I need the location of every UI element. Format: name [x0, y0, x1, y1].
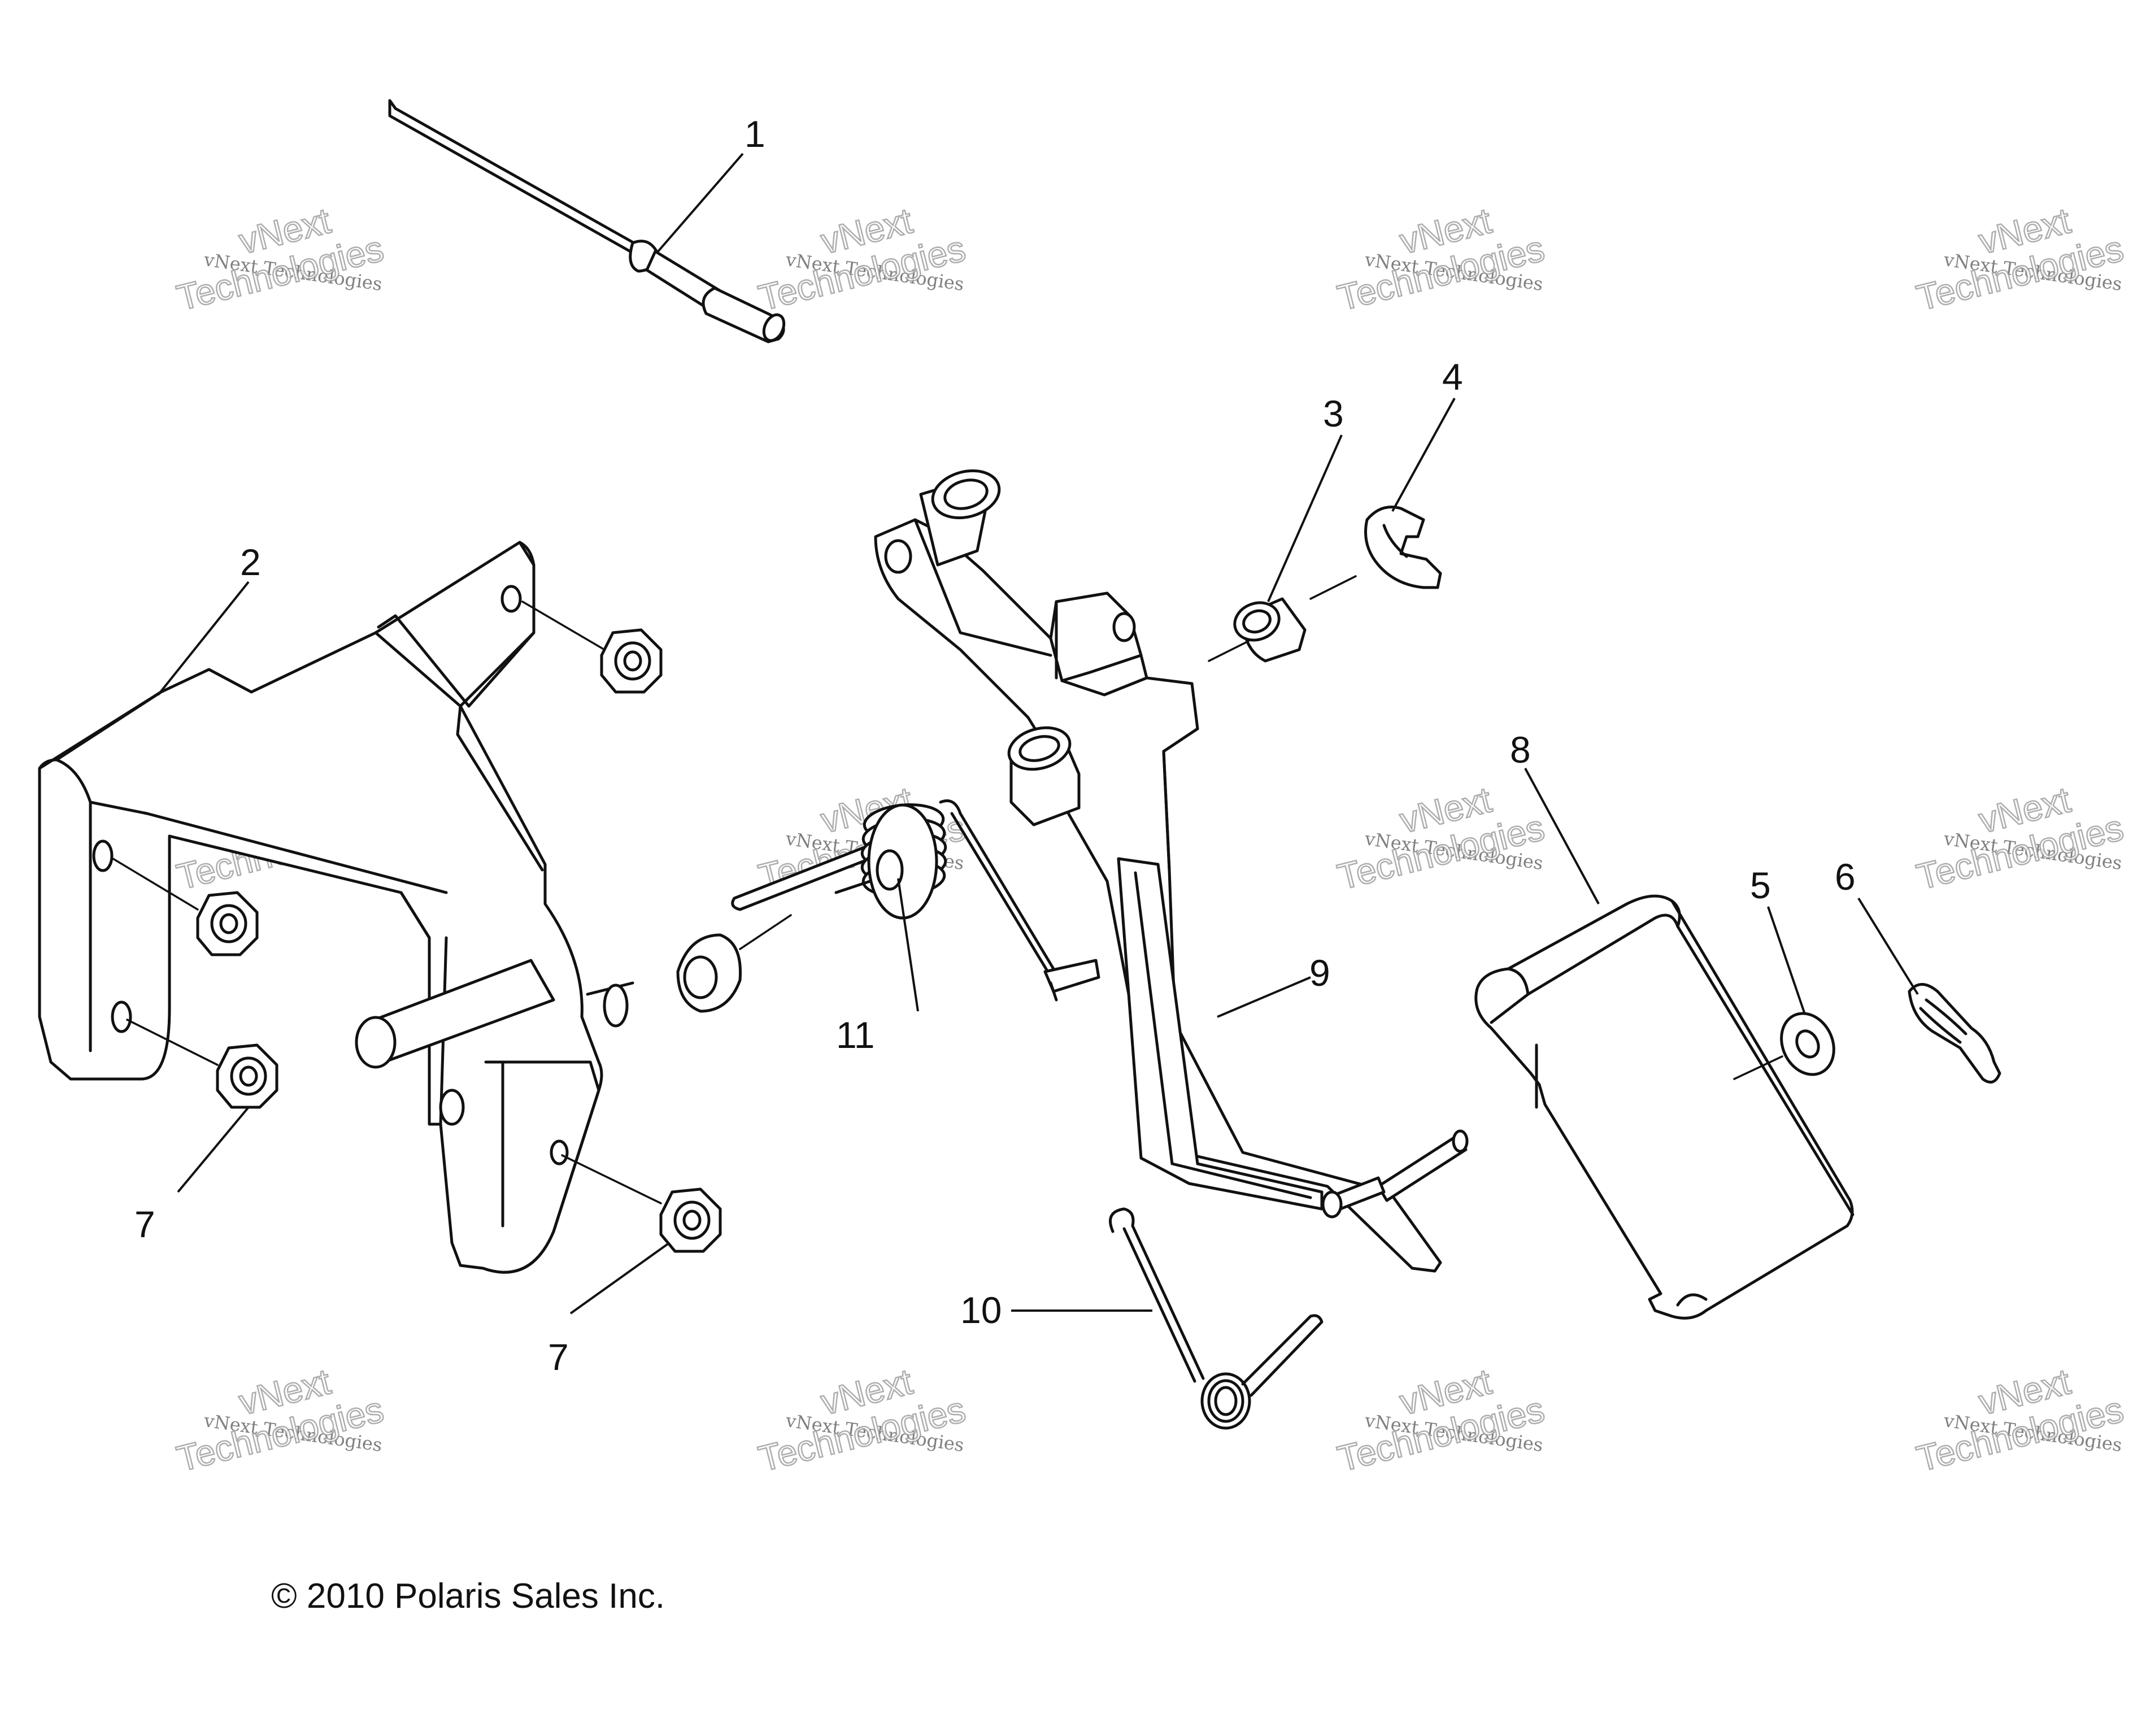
- watermark-7: vNext vNext Technologies Technologies: [1333, 778, 1549, 898]
- callout-8: 8: [1510, 729, 1531, 771]
- part-5-washer: [1733, 1012, 1835, 1080]
- nut-top: [600, 628, 663, 694]
- leader-lines: [157, 153, 1919, 1315]
- part-1-rod: [388, 99, 786, 343]
- watermark-8: vNext vNext Technologies Technologies: [1912, 778, 2128, 898]
- watermark-9: vNext vNext Technologies Technologies: [172, 1360, 388, 1480]
- part-6-hairpin-clip: [1908, 983, 2001, 1084]
- part-11-spring-assembly: [676, 799, 1100, 1013]
- part-3-bushing: [1208, 575, 1357, 663]
- watermark-1: vNext vNext Technologies Technologies: [172, 199, 388, 319]
- callout-5: 5: [1750, 864, 1771, 906]
- callout-1: 1: [745, 113, 765, 155]
- watermark-2: vNext vNext Technologies Technologies: [754, 199, 970, 319]
- callout-2: 2: [240, 541, 261, 583]
- watermark-11: vNext vNext Technologies Technologies: [1333, 1360, 1549, 1480]
- part-8-pedal-pad: [1474, 894, 1855, 1320]
- copyright-notice: © 2010 Polaris Sales Inc.: [271, 1577, 665, 1616]
- nut-mid: [196, 891, 259, 956]
- callout-11: 11: [836, 1014, 875, 1056]
- part-10-return-spring: [1109, 1207, 1324, 1430]
- callout-9: 9: [1309, 952, 1330, 994]
- watermark-3: vNext vNext Technologies Technologies: [1333, 199, 1549, 319]
- callout-labels: 1 2 3 4 5 6 7 7 8 9 10 11: [134, 113, 1856, 1378]
- coil-spring: [860, 803, 947, 920]
- callout-6: 6: [1835, 856, 1856, 898]
- watermark-4: vNext vNext Technologies Technologies: [1912, 199, 2128, 319]
- nut-low-left: [216, 1043, 278, 1109]
- watermark-10: vNext vNext Technologies Technologies: [754, 1360, 970, 1480]
- callout-7-left: 7: [134, 1203, 155, 1245]
- part-9-pedal-arm: [874, 469, 1469, 1273]
- part-4-eclip: [1364, 506, 1442, 589]
- callout-3: 3: [1323, 393, 1344, 434]
- watermark-12: vNext vNext Technologies Technologies: [1912, 1360, 2128, 1480]
- callout-7-right: 7: [548, 1336, 569, 1378]
- callout-4: 4: [1442, 356, 1463, 398]
- part-7-nuts: [112, 601, 722, 1253]
- part-2-bracket: [38, 541, 634, 1274]
- callout-10: 10: [960, 1289, 1002, 1331]
- nut-low-right: [659, 1187, 722, 1253]
